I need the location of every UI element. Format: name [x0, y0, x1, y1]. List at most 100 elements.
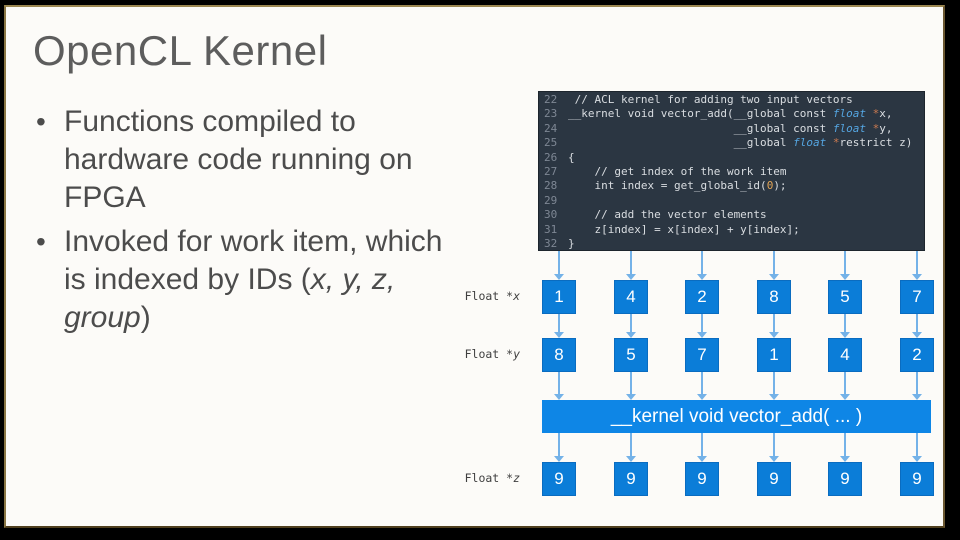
line-number: 29 — [544, 193, 558, 207]
code-text: // add the vector elements — [568, 208, 767, 222]
text-segment: // ACL kernel for adding two input vecto… — [568, 93, 853, 106]
arrow-shaft — [844, 433, 846, 457]
code-text: int index = get_global_id(0); — [568, 179, 786, 193]
arrow-shaft — [844, 314, 846, 333]
arrow-head — [553, 456, 564, 462]
arrow-head — [911, 332, 922, 338]
code-line: 28 int index = get_global_id(0); — [539, 179, 924, 193]
array-box: 7 — [900, 280, 934, 314]
kernel-bar: __kernel void vector_add( ... ) — [542, 400, 931, 433]
array-label: Float *z — [436, 471, 520, 487]
code-text: z[index] = x[index] + y[index]; — [568, 223, 799, 237]
text-segment — [826, 136, 833, 149]
arrow-head — [625, 274, 636, 280]
arrow-head — [839, 456, 850, 462]
array-box: 2 — [685, 280, 719, 314]
text-segment: 0 — [766, 179, 774, 193]
text-segment: // get index of the work item — [568, 165, 787, 179]
arrow-icon — [768, 433, 780, 462]
arrow-head — [553, 332, 564, 338]
text-segment: x, — [879, 107, 893, 121]
arrow-shaft — [773, 314, 775, 333]
arrow-head — [696, 456, 707, 462]
array-box: 8 — [542, 338, 576, 372]
text-segment: is indexed by IDs ( — [64, 263, 311, 296]
text-segment: group — [64, 301, 141, 334]
array-box: 9 — [542, 462, 576, 496]
arrow-shaft — [630, 433, 632, 457]
code-line: 24 __global const float *y, — [539, 122, 924, 136]
arrow-head — [696, 274, 707, 280]
code-text: __kernel void vector_add(__global const … — [568, 107, 893, 121]
text-segment: x — [513, 289, 520, 303]
array-box: 4 — [614, 280, 648, 314]
array-box: 9 — [828, 462, 862, 496]
arrow-icon — [768, 251, 780, 280]
code-text: { — [568, 151, 575, 165]
arrow-head — [768, 394, 779, 400]
text-segment: int index = get_global_id( — [568, 179, 767, 193]
arrow-shaft — [558, 433, 560, 457]
arrow-head — [768, 332, 779, 338]
code-line: 30 // add the vector elements — [539, 208, 924, 222]
text-segment: float — [793, 136, 827, 150]
array-box: 9 — [614, 462, 648, 496]
bullet-marker: • — [36, 226, 46, 257]
arrow-icon — [911, 314, 923, 338]
arrow-icon — [625, 433, 637, 462]
arrow-shaft — [773, 251, 775, 275]
line-number: 28 — [544, 179, 558, 193]
line-number: 23 — [544, 107, 558, 121]
text-segment: x, y, z, — [310, 263, 396, 296]
line-number: 30 — [544, 208, 558, 222]
arrow-shaft — [558, 251, 560, 275]
arrow-shaft — [701, 372, 703, 395]
arrow-shaft — [558, 314, 560, 333]
text-segment: Float * — [464, 347, 514, 361]
arrow-shaft — [701, 314, 703, 333]
arrow-head — [625, 456, 636, 462]
array-box: 8 — [757, 280, 791, 314]
arrow-icon — [911, 251, 923, 280]
arrow-head — [696, 394, 707, 400]
arrow-icon — [696, 372, 708, 400]
text-segment: ) — [140, 301, 151, 334]
arrow-shaft — [773, 372, 775, 395]
code-line: 22 // ACL kernel for adding two input ve… — [539, 93, 924, 107]
text-segment: } — [568, 237, 575, 251]
line-number: 32 — [544, 237, 558, 251]
arrow-icon — [553, 251, 565, 280]
arrow-icon — [839, 251, 851, 280]
arrow-icon — [839, 433, 851, 462]
line-number: 27 — [544, 165, 558, 179]
code-text: __global float *restrict z) — [568, 136, 913, 150]
array-box: 5 — [614, 338, 648, 372]
arrow-shaft — [916, 372, 918, 395]
code-line: 25 __global float *restrict z) — [539, 136, 924, 150]
text-segment — [866, 122, 873, 135]
arrow-head — [768, 274, 779, 280]
code-line: 31 z[index] = x[index] + y[index]; — [539, 223, 924, 237]
text-segment: Functions compiled to — [64, 105, 356, 138]
line-number: 26 — [544, 150, 558, 164]
arrow-head — [911, 394, 922, 400]
text-segment: y — [513, 347, 520, 361]
arrow-icon — [553, 433, 565, 462]
arrow-shaft — [558, 372, 560, 395]
text-segment: FPGA — [64, 181, 146, 214]
code-text: } — [568, 237, 575, 251]
arrow-icon — [625, 314, 637, 338]
code-line: 26 { — [539, 151, 924, 165]
arrow-head — [625, 394, 636, 400]
array-box: 1 — [757, 338, 791, 372]
arrow-icon — [625, 372, 637, 400]
arrow-shaft — [630, 314, 632, 333]
arrow-icon — [911, 433, 923, 462]
arrow-head — [839, 274, 850, 280]
text-segment: // add the vector elements — [568, 208, 767, 222]
array-box: 2 — [900, 338, 934, 372]
